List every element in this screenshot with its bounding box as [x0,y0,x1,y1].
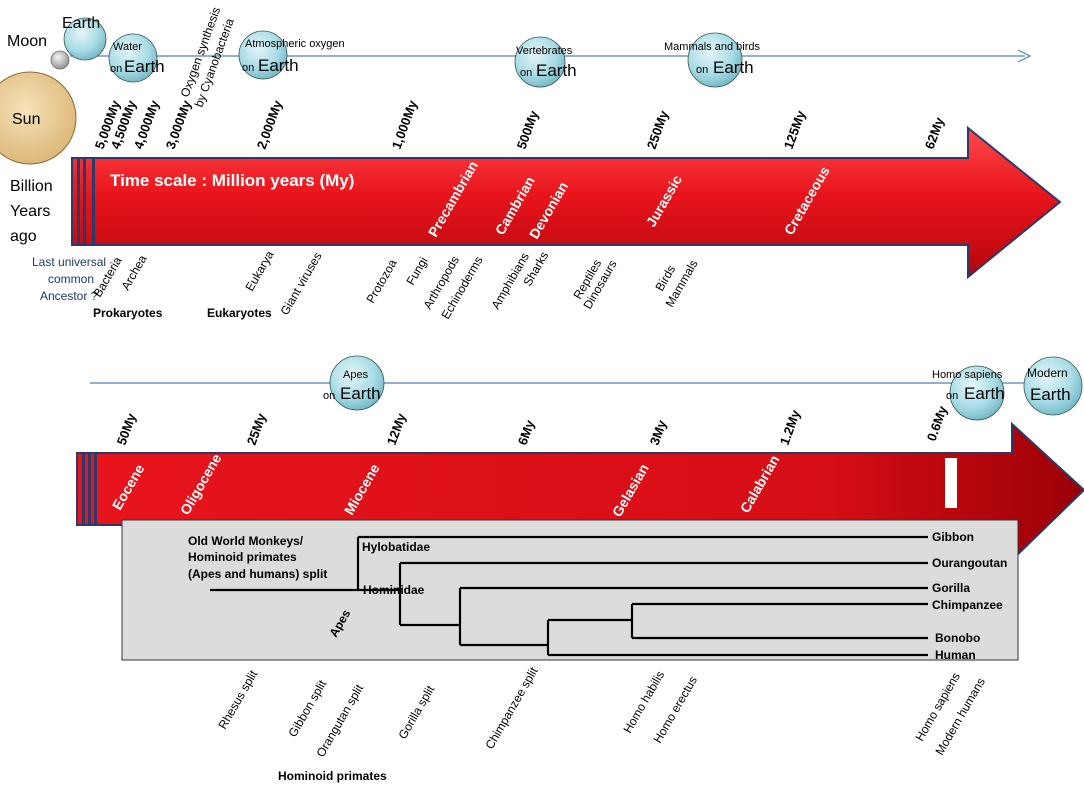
top-arrow-stripe [92,158,95,245]
luca-line3: Ancestor ? [40,289,98,303]
event-line1: Apes [343,369,369,381]
ago-line2: Years [10,203,50,220]
event-line3: Earth [258,56,299,75]
bottom-tick: 3My [647,417,670,447]
life-label: Eukarya [242,248,276,293]
moon-icon [50,50,70,70]
species-label: Chimpanzee [932,598,1003,612]
bottom-tick: 12My [384,411,409,447]
top-tick: 500My [514,108,542,151]
vertebrates-earth-icon [514,36,566,88]
top-tick: 2,000My [254,98,286,151]
earth-origin-label: Earth [62,15,100,32]
event-line1: Vertebrates [516,45,573,57]
event-apes: Apes on Earth [323,355,385,411]
life-label: Archea [118,252,149,292]
event-water: Water on Earth [108,33,165,83]
event-line1: Modern [1027,366,1068,380]
event-line2: on [520,67,532,79]
split-note-line1: Old World Monkeys/ [188,534,304,548]
event-oxygen: Atmospheric oxygen on Earth [238,30,345,80]
ago-line3: ago [10,228,37,245]
event-line1: Atmospheric oxygen [245,38,345,50]
event-mammals: Mammals and birds on Earth [664,32,760,88]
species-label: Gorilla [932,581,970,595]
sun-label: Sun [12,111,40,128]
bottom-arrow-stripe [82,453,85,525]
earth-icon [63,17,107,61]
luca-line1: Last universal [32,255,106,269]
bottom-tick: 1.2My [777,407,804,447]
species-label: Ourangoutan [932,556,1007,570]
species-label: Bonobo [935,631,980,645]
event-line3: Earth [536,61,577,80]
bottom-tick: 50My [114,411,139,447]
top-timeline-arrowhead [1017,49,1032,63]
bottom-tick: 6My [515,417,538,447]
split-label: Gorilla split [395,683,437,742]
species-label: Human [935,648,976,662]
phylogenetic-tree: Old World Monkeys/ Hominoid primates (Ap… [121,519,1019,662]
ago-line1: Billion [10,178,53,195]
event-line1: Water [113,41,142,53]
life-label: Protozoa [363,257,399,306]
event-line3: Earth [964,384,1005,403]
event-vertebrates: Vertebrates on Earth [514,36,577,88]
event-line2: Earth [1030,385,1071,404]
event-line2: on [946,390,958,402]
modern-earth-icon [1023,356,1083,416]
top-tick: 1,000My [389,98,421,151]
event-line2: on [323,390,335,402]
sun-icon [0,71,77,165]
split-note-line3: (Apes and humans) split [188,567,327,581]
top-arrow-stripe [77,158,80,245]
clade-hominidae: Hominidae [363,583,425,597]
apes-earth-icon [329,355,385,411]
top-arrow-stripe [83,158,86,245]
split-label: Gibbon split [285,677,329,739]
homo-earth-icon [949,365,1005,421]
top-tick: 62My [922,115,947,151]
homo-sapiens-marker [945,458,957,508]
top-tick: 3,000My [163,98,195,151]
water-earth-icon [108,33,158,83]
event-line3: Earth [124,57,165,76]
prokaryotes-label: Prokaryotes [93,306,163,320]
bottom-arrow-stripe [88,453,91,525]
bottom-tick: 25My [244,411,269,447]
event-homo-sapiens: Homo sapiens on Earth [932,365,1005,421]
event-line1: Mammals and birds [664,41,760,53]
luca-line2: common [48,272,94,286]
oxygen-earth-icon [238,30,288,80]
footer-label: Hominoid primates [278,769,387,783]
species-label: Gibbon [932,530,974,544]
bottom-arrow-stripe [94,453,97,525]
clade-hylobatidae: Hylobatidae [362,540,430,554]
event-line2: on [242,62,254,74]
life-label: Fungi [403,254,430,287]
eukaryotes-label: Eukaryotes [207,306,272,320]
mammals-earth-icon [687,32,743,88]
tree-branches [210,535,928,657]
top-tick: 125My [781,108,809,151]
top-tick: 250My [644,108,672,151]
bottom-tick: 0.6My [924,403,951,443]
top-time-arrow: Time scale : Million years (My) Precambr… [71,125,1062,280]
event-line3: Earth [713,58,754,77]
event-line2: on [110,63,122,75]
event-modern: Modern Earth [1023,356,1083,416]
split-label: Rhesus split [215,667,260,731]
event-line2: on [696,64,708,76]
moon-label: Moon [7,33,47,50]
event-line1: Homo sapiens [932,369,1003,381]
time-scale-title: Time scale : Million years (My) [110,171,354,190]
event-line3: Earth [340,384,381,403]
split-note-line2: Hominoid primates [188,550,297,564]
top-arrow-body [71,125,1062,280]
life-label: Giant viruses [277,250,324,318]
split-label: Chimpanzee split [482,664,540,751]
